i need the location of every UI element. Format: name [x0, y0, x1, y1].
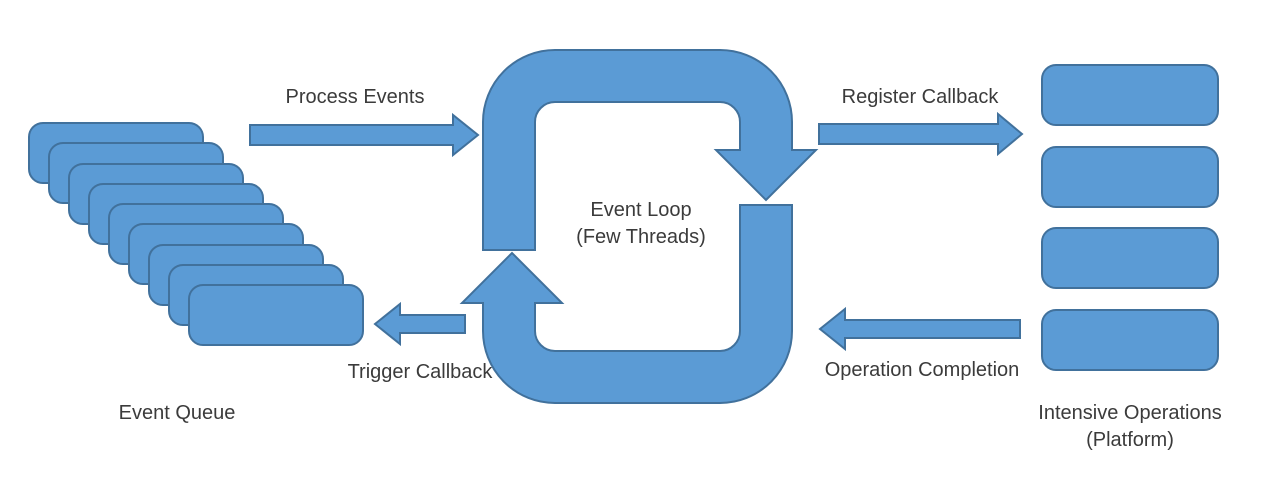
operation-completion-label: Operation Completion — [824, 359, 1020, 381]
intensive-operation-item — [1041, 309, 1219, 371]
intensive-operations-label-line2: (Platform) — [1086, 429, 1174, 451]
intensive-operations-label: Intensive Operations (Platform) — [1038, 400, 1221, 454]
trigger-callback-arrow-icon — [373, 301, 466, 347]
trigger-callback-label: Trigger Callback — [347, 361, 493, 383]
event-loop-cycle-arrow-bottom-icon — [459, 204, 793, 404]
intensive-operations-stack — [1041, 64, 1219, 371]
event-loop-label-line2: (Few Threads) — [576, 226, 706, 248]
event-queue-item — [188, 284, 364, 346]
event-queue-label: Event Queue — [118, 402, 236, 424]
intensive-operation-item — [1041, 227, 1219, 289]
process-events-arrow-icon — [249, 112, 480, 158]
event-loop-label: Event Loop (Few Threads) — [576, 197, 706, 251]
intensive-operation-item — [1041, 146, 1219, 208]
event-loop-label-line1: Event Loop — [590, 199, 692, 221]
event-queue-stack — [28, 122, 364, 346]
register-callback-arrow-icon — [818, 111, 1024, 157]
operation-completion-arrow-icon — [818, 306, 1021, 352]
process-events-label: Process Events — [285, 86, 425, 108]
event-loop-cycle-arrow-top-icon — [482, 49, 819, 251]
intensive-operations-label-line1: Intensive Operations — [1038, 402, 1222, 424]
intensive-operation-item — [1041, 64, 1219, 126]
register-callback-label: Register Callback — [841, 86, 999, 108]
